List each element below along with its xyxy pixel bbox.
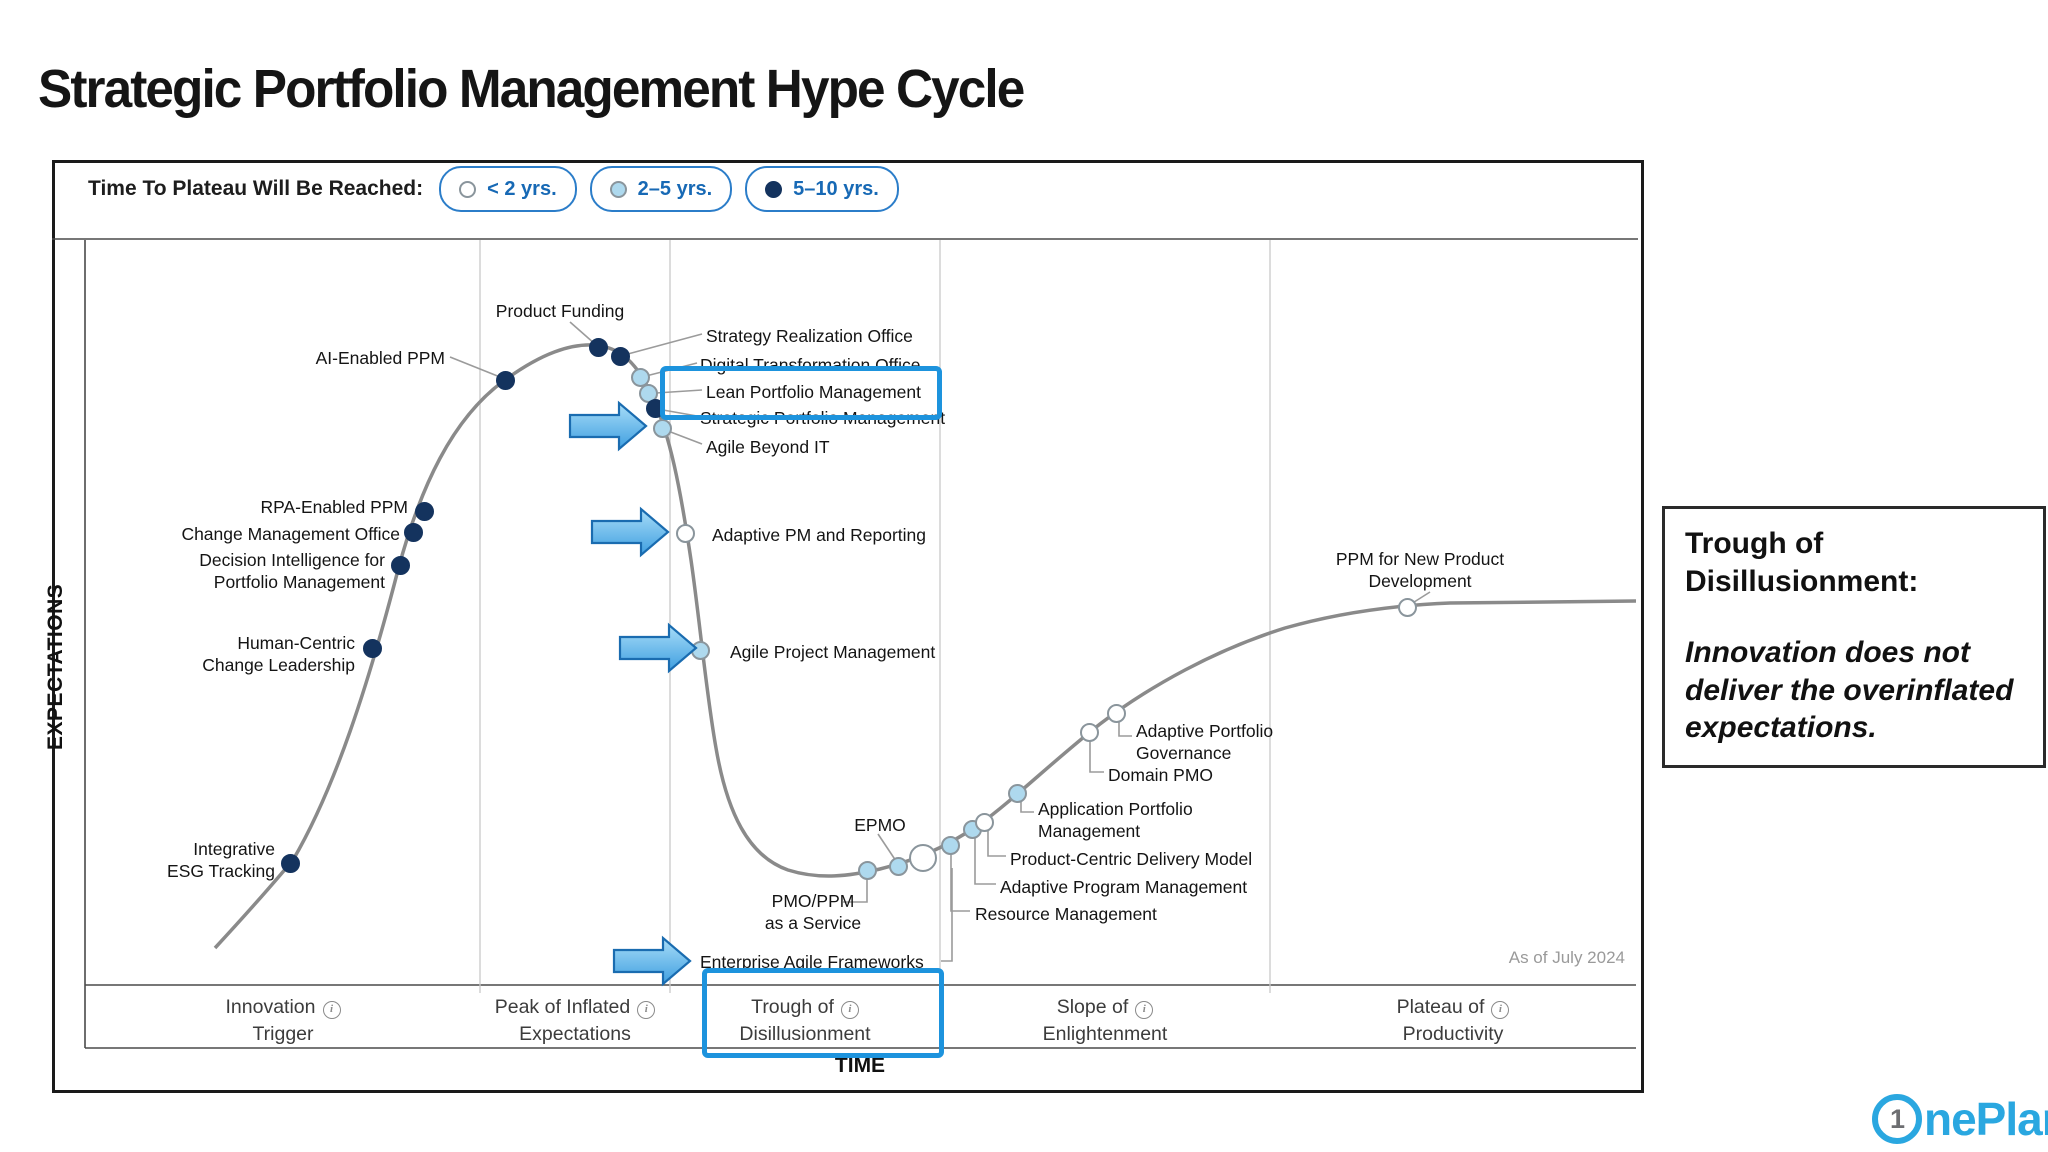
oneplan-logo-text: nePlan <box>1924 1093 2048 1145</box>
legend-pill-label: < 2 yrs. <box>487 177 557 200</box>
legend-pill-label: 2–5 yrs. <box>637 177 713 200</box>
data-point-dot <box>362 638 382 658</box>
legend-pill[interactable]: < 2 yrs. <box>439 166 577 212</box>
data-point-dot <box>403 522 423 542</box>
data-point-label: RPA-Enabled PPM <box>260 497 408 517</box>
data-point-dot <box>888 856 908 876</box>
data-point-label: AI-Enabled PPM <box>315 348 445 368</box>
data-point-dot <box>588 337 608 357</box>
data-point-dot <box>1106 703 1126 723</box>
data-point-label: Enterprise Agile Frameworks <box>700 952 924 972</box>
oneplan-logo-o-icon: 1 <box>1872 1094 1922 1144</box>
as-of-date: As of July 2024 <box>1508 948 1625 967</box>
data-point-label: Agile Project Management <box>730 642 936 662</box>
y-axis-label: EXPECTATIONS <box>44 583 67 750</box>
callout-body: Innovation does not deliver the overinfl… <box>1685 636 2014 744</box>
info-icon[interactable]: i <box>1135 1001 1154 1019</box>
data-point-dot <box>1397 597 1417 617</box>
info-icon[interactable]: i <box>637 1001 656 1019</box>
data-point-dot <box>390 555 410 575</box>
legend-pill[interactable]: 5–10 yrs. <box>745 166 899 212</box>
legend-dot-icon <box>765 180 783 198</box>
data-point-label: EPMO <box>854 815 906 835</box>
info-icon[interactable]: i <box>840 1001 859 1019</box>
x-axis-label: TIME <box>834 1054 886 1077</box>
data-point-dot <box>1079 722 1099 742</box>
highlight-box <box>660 366 942 420</box>
data-point-dot <box>1007 783 1027 803</box>
legend-dot-icon <box>459 180 477 198</box>
info-icon[interactable]: i <box>322 1001 341 1019</box>
data-point-dot <box>610 346 630 366</box>
data-point-dot <box>909 844 937 872</box>
highlight-box <box>702 968 944 1058</box>
data-point-label: Domain PMO <box>1108 765 1214 785</box>
legend-pill[interactable]: 2–5 yrs. <box>589 166 733 212</box>
data-point-label: Adaptive PM and Reporting <box>712 525 927 545</box>
page-title: Strategic Portfolio Management Hype Cycl… <box>38 59 1025 120</box>
data-point-dot <box>414 501 434 521</box>
legend: Time To Plateau Will Be Reached: < 2 yrs… <box>88 166 912 212</box>
data-point-label: Agile Beyond IT <box>706 437 830 457</box>
data-point-dot <box>675 523 695 543</box>
data-point-dot <box>690 640 710 660</box>
legend-title: Time To Plateau Will Be Reached: <box>88 177 424 200</box>
data-point-dot <box>652 418 672 438</box>
data-point-dot <box>974 812 994 832</box>
data-point-label: Change Management Office <box>181 524 400 544</box>
data-point-label: Product Funding <box>495 301 625 321</box>
data-point-label: Resource Management <box>975 904 1157 924</box>
data-point-label: Adaptive Program Management <box>1000 877 1248 897</box>
data-point-dot <box>495 370 515 390</box>
data-point-dot <box>280 853 300 873</box>
legend-pills: < 2 yrs. 2–5 yrs. 5–10 yrs. <box>439 166 912 212</box>
data-point-label: Product-Centric Delivery Model <box>1010 849 1253 869</box>
info-icon[interactable]: i <box>1491 1001 1510 1019</box>
legend-pill-label: 5–10 yrs. <box>793 177 879 200</box>
legend-dot-icon <box>609 180 627 198</box>
data-point-label: Strategy Realization Office <box>706 326 913 346</box>
callout-box: Trough of Disillusionment: Innovation do… <box>1662 506 2046 768</box>
oneplan-logo: 1 nePlan <box>1872 1092 2048 1146</box>
data-point-dot <box>857 860 877 880</box>
callout-title: Trough of Disillusionment: <box>1685 527 1919 598</box>
data-point-dot <box>940 835 960 855</box>
